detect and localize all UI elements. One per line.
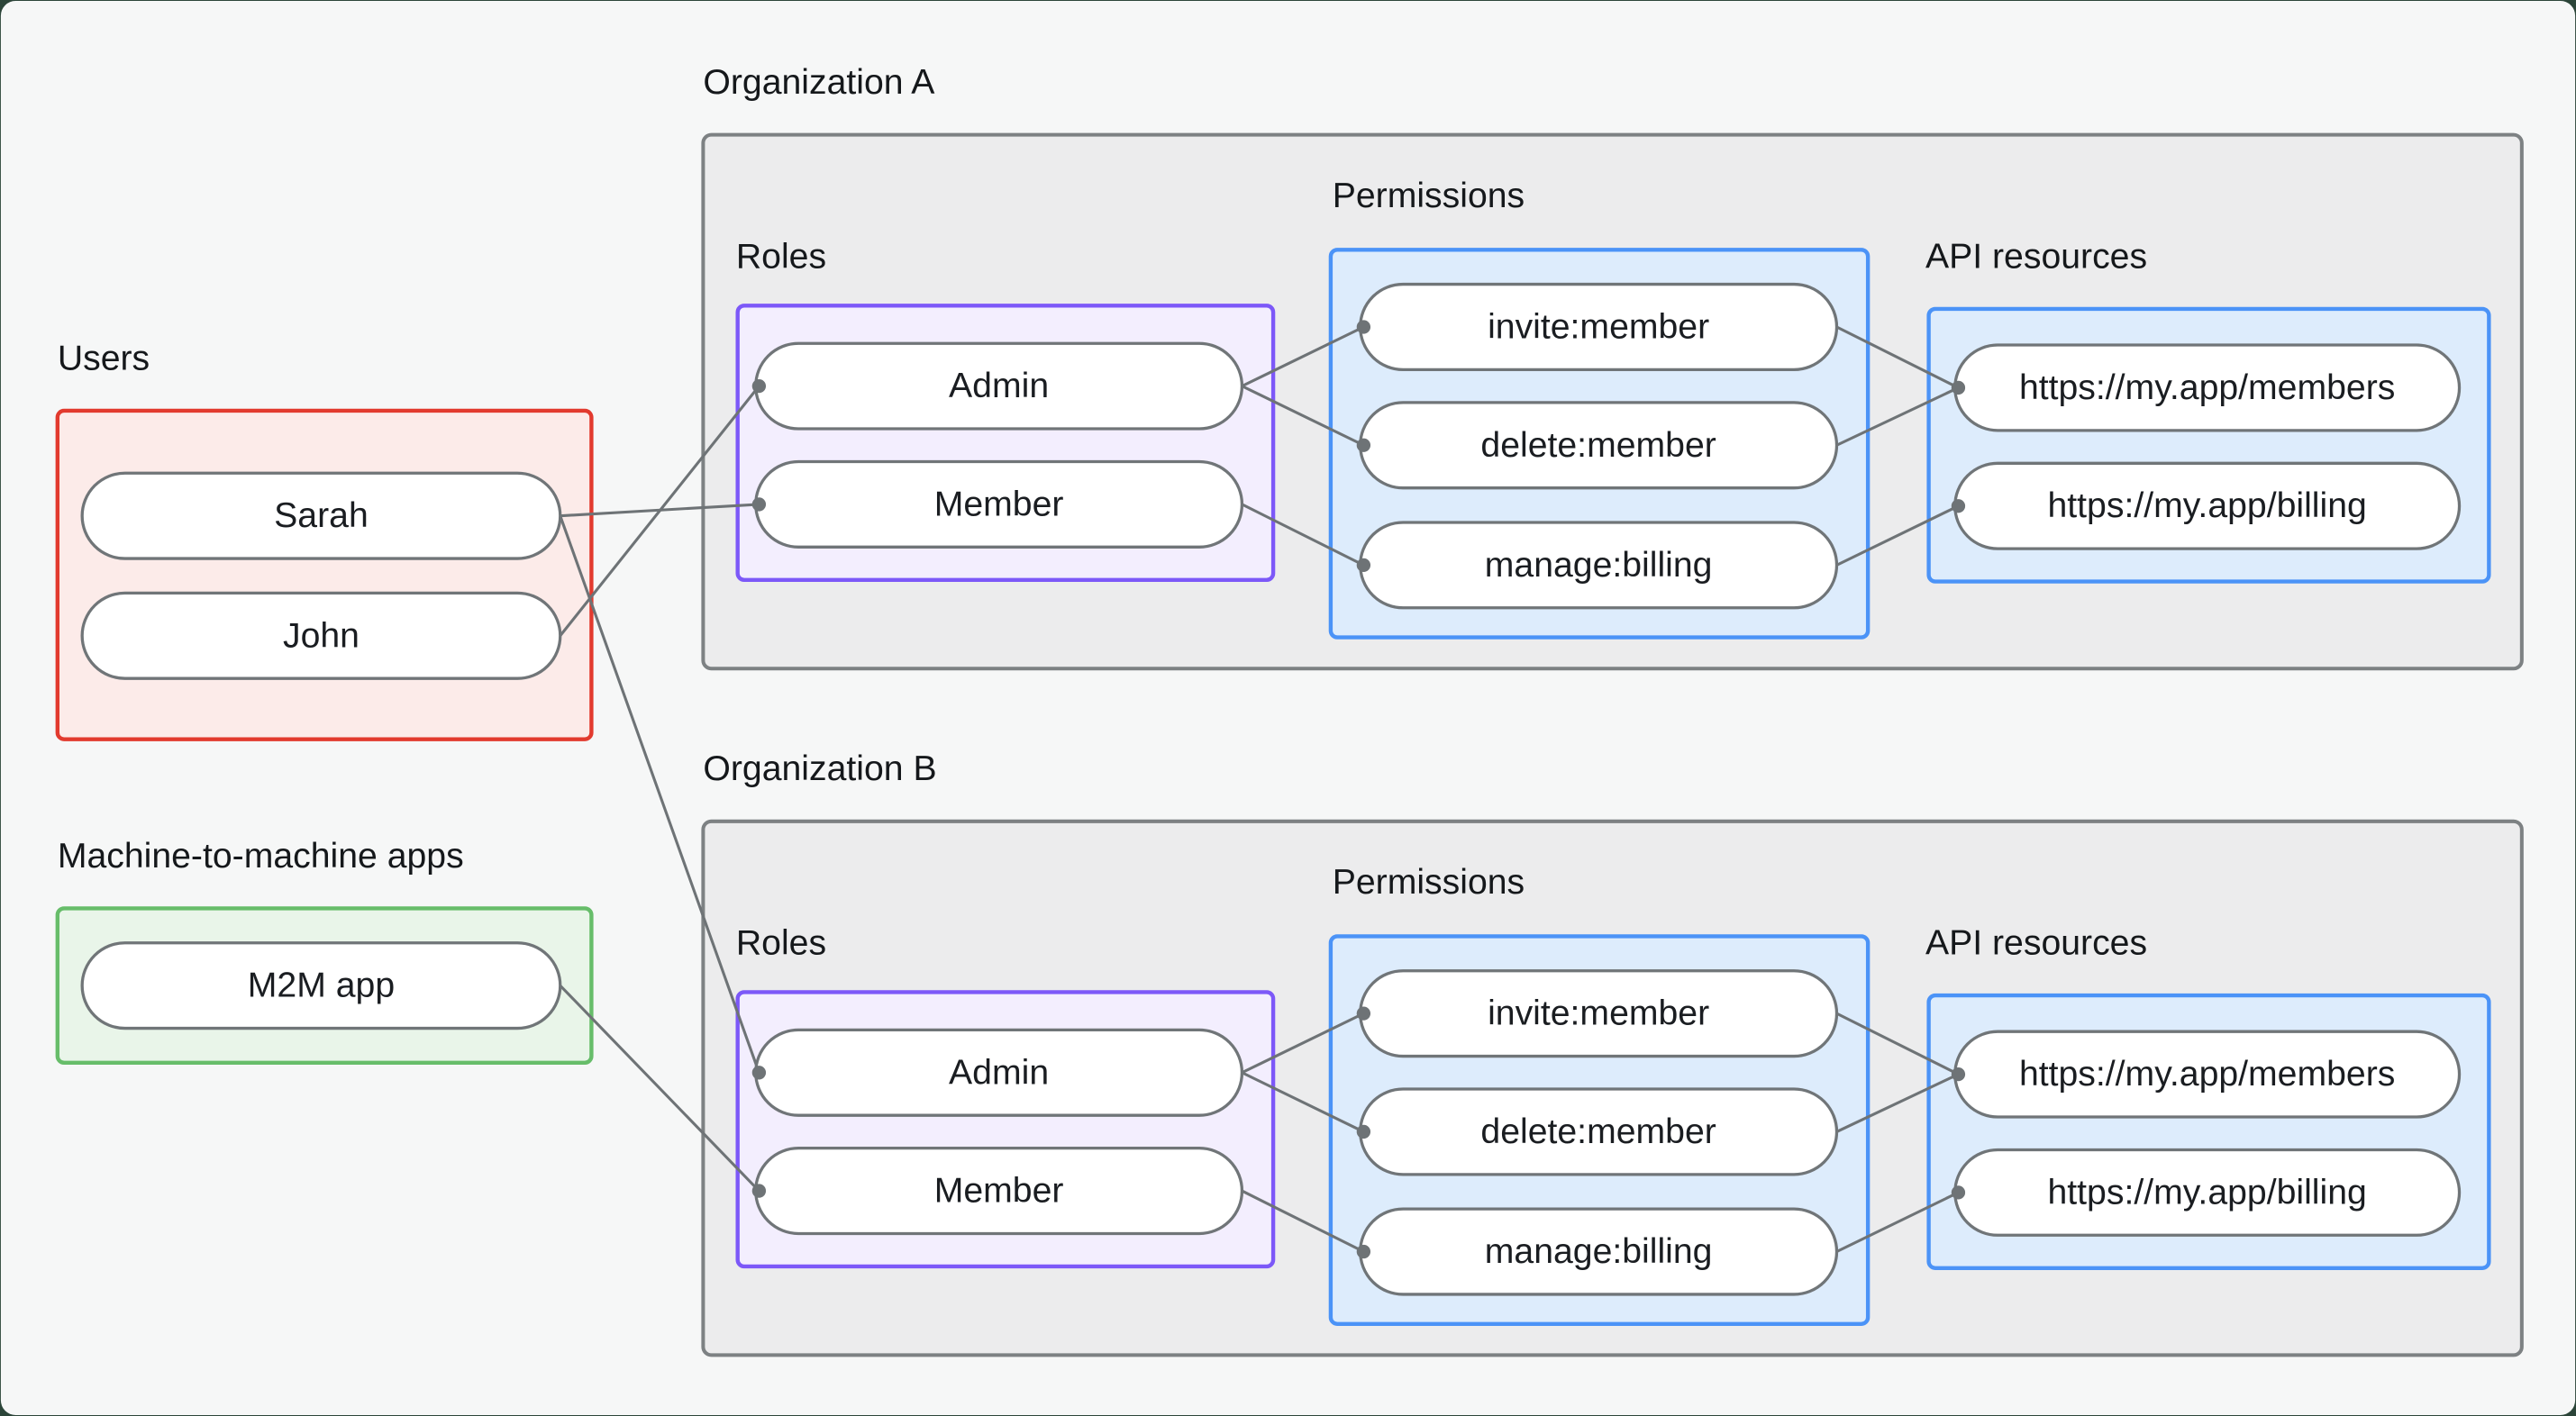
edge-orga-manage-to-billing-api	[1835, 504, 1960, 567]
edge-endpoint-dot	[751, 378, 767, 394]
edge-endpoint-dot	[1356, 438, 1371, 452]
edge-orgb-invite-to-members-api	[1835, 1012, 1960, 1076]
org-a-api-label: API resources	[1925, 237, 2147, 276]
node-org-b-admin-label: Admin	[949, 1053, 1049, 1092]
org-a-roles-label: Roles	[736, 237, 826, 276]
node-sarah-label: Sarah	[274, 496, 369, 535]
node-org-a-admin-label: Admin	[949, 367, 1049, 405]
org-a-permissions-label: Permissions	[1333, 177, 1525, 215]
node-org-a-api-members: https://my.app/members	[1953, 343, 2462, 432]
users-label: Users	[58, 339, 150, 377]
edge-orgb-manage-to-billing-api	[1835, 1191, 1960, 1253]
node-org-a-member-label: Member	[934, 485, 1064, 523]
edge-endpoint-dot	[1951, 1185, 1966, 1200]
edge-endpoint-dot	[1951, 380, 1966, 395]
org-b-title: Organization B	[703, 749, 936, 788]
node-org-a-manage-billing: manage:billing	[1359, 521, 1839, 610]
edge-endpoint-dot	[1356, 320, 1371, 334]
edge-endpoint-dot	[1356, 558, 1371, 573]
edge-orga-member-to-manage	[1241, 503, 1365, 567]
edge-orga-invite-to-members-api	[1835, 325, 1960, 389]
edge-orga-delete-to-members-api	[1835, 386, 1960, 447]
node-john-label: John	[283, 616, 360, 655]
edge-orgb-admin-to-delete	[1241, 1071, 1365, 1133]
node-org-b-delete-member-label: delete:member	[1480, 1112, 1716, 1151]
edge-orga-admin-to-invite	[1241, 325, 1365, 388]
edge-endpoint-dot	[1951, 1067, 1966, 1082]
node-org-b-api-members: https://my.app/members	[1953, 1030, 2462, 1119]
node-org-b-api-billing: https://my.app/billing	[1953, 1148, 2462, 1237]
node-org-a-api-billing-label: https://my.app/billing	[2047, 486, 2366, 525]
edge-endpoint-dot	[751, 1184, 767, 1198]
node-org-a-invite-member: invite:member	[1359, 282, 1839, 372]
node-org-a-api-members-label: https://my.app/members	[2019, 368, 2395, 407]
node-org-b-api-members-label: https://my.app/members	[2019, 1055, 2395, 1094]
edge-orga-admin-to-delete	[1241, 385, 1365, 447]
org-b-api-label: API resources	[1925, 924, 2147, 963]
node-sarah: Sarah	[80, 471, 562, 560]
node-org-b-manage-billing-label: manage:billing	[1485, 1232, 1713, 1271]
edge-orgb-member-to-manage	[1241, 1189, 1365, 1253]
edge-endpoint-dot	[1356, 1124, 1371, 1139]
edge-sarah-to-orgb-admin	[559, 515, 760, 1074]
node-org-a-invite-member-label: invite:member	[1488, 307, 1709, 346]
users-group-box	[55, 408, 594, 741]
node-org-b-api-billing-label: https://my.app/billing	[2047, 1173, 2366, 1212]
node-org-b-member: Member	[754, 1147, 1244, 1236]
node-org-a-delete-member: delete:member	[1359, 401, 1839, 490]
node-org-a-member: Member	[754, 459, 1244, 549]
node-m2m-app: M2M app	[80, 941, 562, 1030]
edge-orgb-delete-to-members-api	[1835, 1073, 1960, 1133]
org-b-roles-label: Roles	[736, 924, 826, 963]
edge-john-to-orga-admin	[559, 385, 760, 637]
node-org-b-member-label: Member	[934, 1172, 1064, 1211]
edge-endpoint-dot	[751, 1066, 767, 1080]
node-org-b-delete-member: delete:member	[1359, 1087, 1839, 1176]
node-org-b-invite-member: invite:member	[1359, 969, 1839, 1058]
node-org-b-invite-member-label: invite:member	[1488, 994, 1709, 1033]
edge-endpoint-dot	[1951, 499, 1966, 513]
node-org-b-admin: Admin	[754, 1028, 1244, 1117]
node-org-a-api-billing: https://my.app/billing	[1953, 461, 2462, 550]
node-john: John	[80, 591, 562, 680]
m2m-label: Machine-to-machine apps	[58, 837, 464, 876]
node-org-a-admin: Admin	[754, 341, 1244, 431]
edge-orgb-admin-to-invite	[1241, 1012, 1365, 1075]
org-b-permissions-label: Permissions	[1333, 863, 1525, 902]
node-org-a-manage-billing-label: manage:billing	[1485, 546, 1713, 585]
edge-endpoint-dot	[1356, 1244, 1371, 1259]
node-m2m-app-label: M2M app	[248, 967, 395, 1005]
node-org-a-delete-member-label: delete:member	[1480, 426, 1716, 465]
edge-endpoint-dot	[751, 497, 767, 512]
node-org-b-manage-billing: manage:billing	[1359, 1207, 1839, 1296]
edge-m2m-to-orgb-member	[559, 985, 760, 1193]
edge-endpoint-dot	[1356, 1006, 1371, 1021]
org-a-title: Organization A	[703, 63, 935, 102]
